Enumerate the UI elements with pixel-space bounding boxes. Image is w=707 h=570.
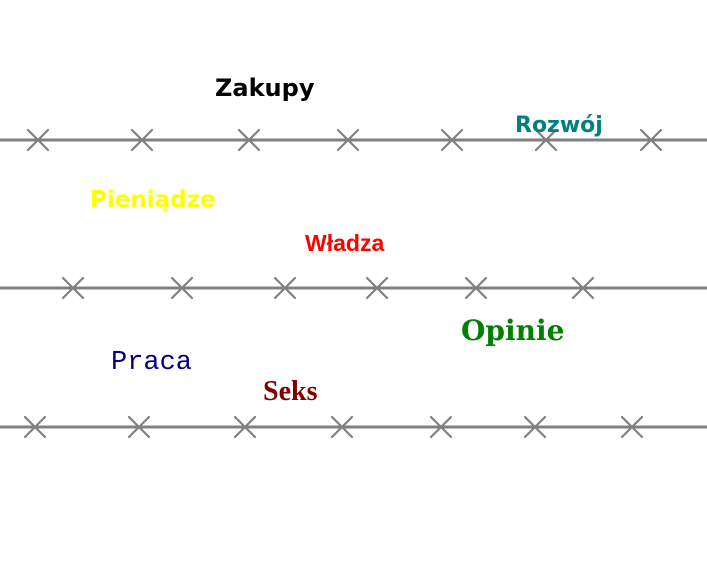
word-seks: Seks bbox=[263, 376, 318, 407]
barbed-wire-barb-icon bbox=[464, 276, 488, 300]
barbed-wire-barb-icon bbox=[639, 128, 663, 152]
barbed-wire-barb-icon bbox=[170, 276, 194, 300]
word-praca: Praca bbox=[111, 348, 193, 378]
word-rozwoj: Rozwój bbox=[515, 113, 603, 138]
barbed-wire-barb-icon bbox=[61, 276, 85, 300]
barbed-wire-barb-icon bbox=[440, 128, 464, 152]
word-opinie: Opinie bbox=[461, 314, 565, 347]
barbed-wire-barb-icon bbox=[534, 128, 558, 152]
barbed-wire-barb-icon bbox=[23, 415, 47, 439]
barbed-wire-barb-icon bbox=[571, 276, 595, 300]
word-zakupy: Zakupy bbox=[215, 74, 315, 102]
barbed-wire-barb-icon bbox=[237, 128, 261, 152]
barbed-wire-barb-icon bbox=[130, 128, 154, 152]
barbed-wire-barb-icon bbox=[620, 415, 644, 439]
barbed-wire-barb-icon bbox=[365, 276, 389, 300]
word-wladza: Władza bbox=[305, 230, 385, 256]
barbed-wire-barb-icon bbox=[330, 415, 354, 439]
word-pieniadze: Pieniądze bbox=[90, 187, 216, 213]
barbed-wire-barb-icon bbox=[26, 128, 50, 152]
barbed-wire-barb-icon bbox=[429, 415, 453, 439]
barbed-wire-barb-icon bbox=[127, 415, 151, 439]
barbed-wire-barb-icon bbox=[233, 415, 257, 439]
barbed-wire-barb-icon bbox=[336, 128, 360, 152]
barbed-wire-barb-icon bbox=[523, 415, 547, 439]
barbed-wire-barb-icon bbox=[273, 276, 297, 300]
